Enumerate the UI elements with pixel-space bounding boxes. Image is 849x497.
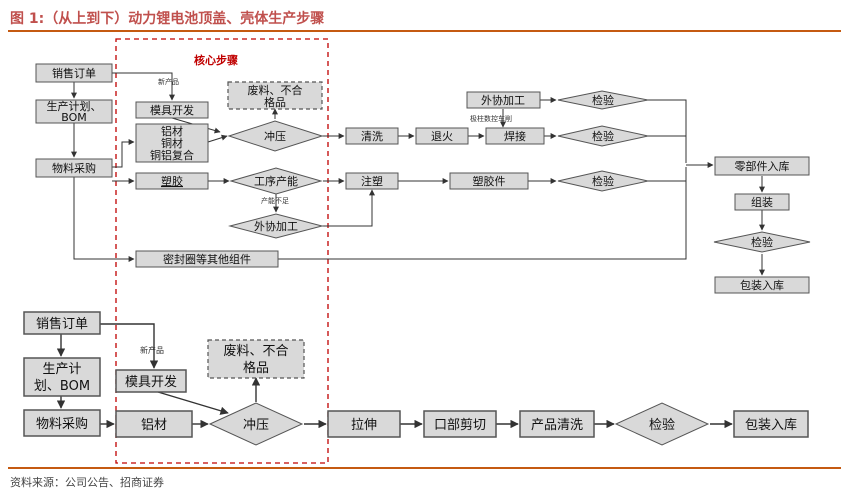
- svg-text:模具开发: 模具开发: [150, 103, 194, 117]
- svg-text:检验: 检验: [592, 129, 614, 143]
- bottom-stamping: 冲压: [208, 402, 304, 446]
- top-inspect-4: 检验: [713, 231, 811, 253]
- svg-text:废料、不合: 废料、不合: [248, 83, 303, 97]
- svg-text:拉伸: 拉伸: [351, 418, 377, 433]
- svg-text:检验: 检验: [751, 235, 773, 249]
- bottom-new-product-note: 新产品: [140, 345, 164, 355]
- top-seal-parts: 密封圈等其他组件: [135, 250, 279, 268]
- svg-text:冲压: 冲压: [243, 418, 269, 433]
- top-outsource: 外协加工: [466, 91, 541, 109]
- top-materials: 铝材 铜材 铜铝复合: [135, 123, 209, 163]
- bottom-mold-dev: 模具开发: [115, 369, 187, 393]
- svg-text:工序产能: 工序产能: [254, 174, 298, 188]
- bottom-material-purchase: 物料采购: [23, 409, 101, 437]
- svg-text:格品: 格品: [264, 95, 286, 109]
- svg-text:铝材: 铝材: [161, 124, 183, 138]
- svg-text:检验: 检验: [592, 174, 614, 188]
- top-sales-order: 销售订单: [35, 63, 113, 83]
- bottom-product-clean: 产品清洗: [519, 410, 595, 438]
- svg-text:密封圈等其他组件: 密封圈等其他组件: [163, 252, 251, 266]
- bottom-sales-order: 销售订单: [23, 311, 101, 335]
- svg-text:塑胶: 塑胶: [161, 174, 183, 188]
- svg-text:生产计: 生产计: [42, 362, 81, 377]
- top-capacity-short-note: 产能不足: [261, 196, 289, 205]
- top-outsource-2: 外协加工: [228, 213, 324, 239]
- svg-text:产品清洗: 产品清洗: [531, 418, 583, 433]
- top-plastic: 塑胶: [135, 172, 209, 190]
- svg-text:组装: 组装: [751, 195, 773, 209]
- footer-divider: [8, 467, 841, 469]
- bottom-aluminum: 铝材: [115, 410, 193, 438]
- svg-text:塑胶件: 塑胶件: [473, 174, 506, 188]
- svg-text:物料采购: 物料采购: [36, 416, 88, 432]
- svg-text:销售订单: 销售订单: [36, 316, 88, 332]
- svg-text:生产计划、: 生产计划、: [47, 99, 102, 113]
- top-capacity: 工序产能: [229, 167, 323, 195]
- top-material-purchase: 物料采购: [35, 158, 113, 178]
- top-assembly: 组装: [734, 193, 790, 211]
- top-annealing: 退火: [415, 127, 469, 145]
- bottom-inspect: 检验: [614, 402, 710, 446]
- top-stamping: 冲压: [227, 120, 324, 152]
- svg-text:格品: 格品: [243, 360, 269, 376]
- top-new-product-note: 新产品: [158, 77, 179, 86]
- top-waste: 废料、不合 格品: [227, 81, 323, 110]
- svg-text:铜材: 铜材: [161, 136, 183, 150]
- source-note: 资料来源：公司公告、招商证券: [10, 476, 164, 489]
- bottom-stretching: 拉伸: [327, 410, 401, 438]
- top-connectors: [71, 72, 765, 276]
- svg-text:物料采购: 物料采购: [52, 161, 96, 175]
- bottom-production-plan: 生产计 划、BOM: [23, 357, 101, 397]
- top-injection: 注塑: [345, 172, 399, 190]
- svg-text:废料、不合: 废料、不合: [223, 343, 288, 359]
- svg-text:零部件入库: 零部件入库: [735, 159, 790, 173]
- svg-text:BOM: BOM: [61, 111, 87, 124]
- svg-text:外协加工: 外协加工: [481, 93, 525, 107]
- top-mold-dev: 模具开发: [135, 101, 209, 119]
- svg-text:外协加工: 外协加工: [254, 219, 298, 233]
- svg-text:包装入库: 包装入库: [740, 279, 784, 292]
- core-steps-label: 核心步骤: [194, 53, 238, 67]
- svg-text:检验: 检验: [649, 417, 675, 433]
- svg-text:检验: 检验: [592, 93, 614, 107]
- top-welding: 焊接: [485, 127, 545, 145]
- top-plastic-parts: 塑胶件: [449, 172, 529, 190]
- bottom-trimming: 口部剪切: [423, 410, 497, 438]
- top-cnc-note: 极柱数控车削: [470, 114, 512, 123]
- svg-text:销售订单: 销售订单: [52, 66, 96, 80]
- svg-text:铜铝复合: 铜铝复合: [150, 148, 194, 162]
- svg-text:模具开发: 模具开发: [125, 374, 177, 390]
- top-inspect-3: 检验: [557, 170, 649, 192]
- svg-text:清洗: 清洗: [361, 130, 383, 143]
- svg-text:口部剪切: 口部剪切: [434, 417, 486, 433]
- svg-text:包装入库: 包装入库: [745, 417, 797, 433]
- svg-text:冲压: 冲压: [264, 129, 286, 143]
- svg-text:退火: 退火: [431, 130, 453, 143]
- bottom-connectors: [56, 323, 733, 429]
- top-inspect-1: 检验: [557, 90, 649, 110]
- top-inspect-2: 检验: [557, 125, 649, 147]
- title-divider: [8, 30, 841, 32]
- svg-text:划、BOM: 划、BOM: [34, 379, 90, 394]
- bottom-waste: 废料、不合 格品: [207, 339, 305, 379]
- top-cleaning: 清洗: [345, 127, 399, 145]
- figure-title: 图 1:（从上到下）动力锂电池顶盖、壳体生产步骤: [10, 11, 325, 27]
- svg-text:铝材: 铝材: [141, 418, 167, 433]
- top-pack-storage: 包装入库: [714, 276, 810, 294]
- core-steps-region: [115, 38, 329, 464]
- bottom-pack-storage: 包装入库: [733, 410, 809, 438]
- svg-text:注塑: 注塑: [361, 174, 383, 188]
- svg-text:焊接: 焊接: [504, 129, 526, 143]
- top-parts-storage: 零部件入库: [714, 156, 810, 176]
- top-production-plan: 生产计划、 BOM: [35, 99, 113, 124]
